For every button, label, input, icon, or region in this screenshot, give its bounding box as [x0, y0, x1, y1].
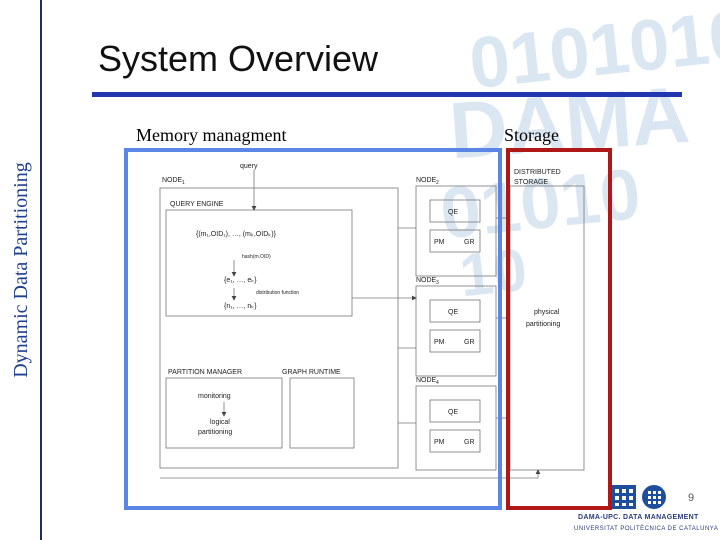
physical-label-1: physical — [534, 309, 560, 316]
watermark-logo: 0101010 DAMA 01010 10 — [437, 0, 720, 300]
node3-gr: GR — [464, 339, 475, 346]
n-list-label: {n₁, …, nₖ} — [224, 303, 257, 310]
partition-manager-label: PARTITION MANAGER — [168, 369, 242, 376]
distributed-storage-label-1: DISTRIBUTED — [514, 169, 561, 176]
node2-qe: QE — [448, 209, 458, 216]
node2-sub: 2 — [436, 180, 439, 186]
graph-runtime-box — [289, 377, 355, 449]
node4-pm: PM — [434, 439, 445, 446]
architecture-diagram: query NODE 1 QUERY ENGINE {(m₁,OID₁), …,… — [124, 148, 612, 510]
svg-text:DAMA: DAMA — [447, 70, 693, 176]
node2-pm: PM — [434, 239, 445, 246]
sidebar-title: Dynamic Data Partitioning — [10, 162, 32, 378]
university-logos — [612, 485, 666, 509]
hash-label: hash(m.OID) — [242, 254, 271, 260]
partition-manager-box — [165, 377, 283, 449]
node3-sub: 3 — [436, 280, 439, 286]
distributed-storage-box — [509, 185, 585, 471]
sidebar — [0, 0, 42, 540]
node4-sub: 4 — [436, 380, 439, 386]
node3-box — [415, 285, 497, 377]
storage-frame — [506, 148, 612, 510]
node1-label: NODE — [162, 177, 183, 184]
memory-section-label: Memory managment — [136, 125, 287, 145]
memory-frame — [124, 148, 502, 510]
node1-sub: 1 — [182, 180, 185, 186]
logical-label-2: partitioning — [198, 429, 232, 436]
node4-label: NODE — [416, 377, 437, 384]
node4-qe: QE — [448, 409, 458, 416]
physical-label-2: partitioning — [526, 321, 560, 328]
title-rule — [92, 92, 682, 97]
footer-org: DAMA-UPC. DATA MANAGEMENT — [578, 514, 699, 521]
query-label: query — [240, 163, 258, 170]
tuple-list-label: {(m₁,OID₁), …, (mₖ,OIDₖ)} — [196, 231, 277, 238]
slide-title: System Overview — [98, 38, 379, 79]
node4-box — [415, 385, 497, 471]
storage-section-label: Storage — [504, 125, 559, 145]
footer-university: UNIVERSITAT POLITÈCNICA DE CATALUNYA — [574, 526, 719, 532]
svg-text:10: 10 — [457, 236, 530, 300]
node1-box — [159, 187, 399, 469]
e-list-label: {e₁, …, eₖ} — [224, 277, 257, 284]
distribution-label: distribution function — [256, 290, 299, 296]
query-engine-box — [165, 209, 353, 317]
monitoring-label: monitoring — [198, 393, 231, 400]
page-number: 9 — [688, 492, 695, 504]
graph-runtime-label: GRAPH RUNTIME — [282, 369, 341, 376]
node2-gr: GR — [464, 239, 475, 246]
node2-box — [415, 185, 497, 277]
query-engine-label: QUERY ENGINE — [170, 201, 224, 208]
distributed-storage-label-2: STORAGE — [514, 179, 548, 186]
node2-label: NODE — [416, 177, 437, 184]
node4-gr: GR — [464, 439, 475, 446]
logical-label-1: logical — [210, 419, 230, 426]
node3-pm: PM — [434, 339, 445, 346]
node3-label: NODE — [416, 277, 437, 284]
node3-qe: QE — [448, 309, 458, 316]
